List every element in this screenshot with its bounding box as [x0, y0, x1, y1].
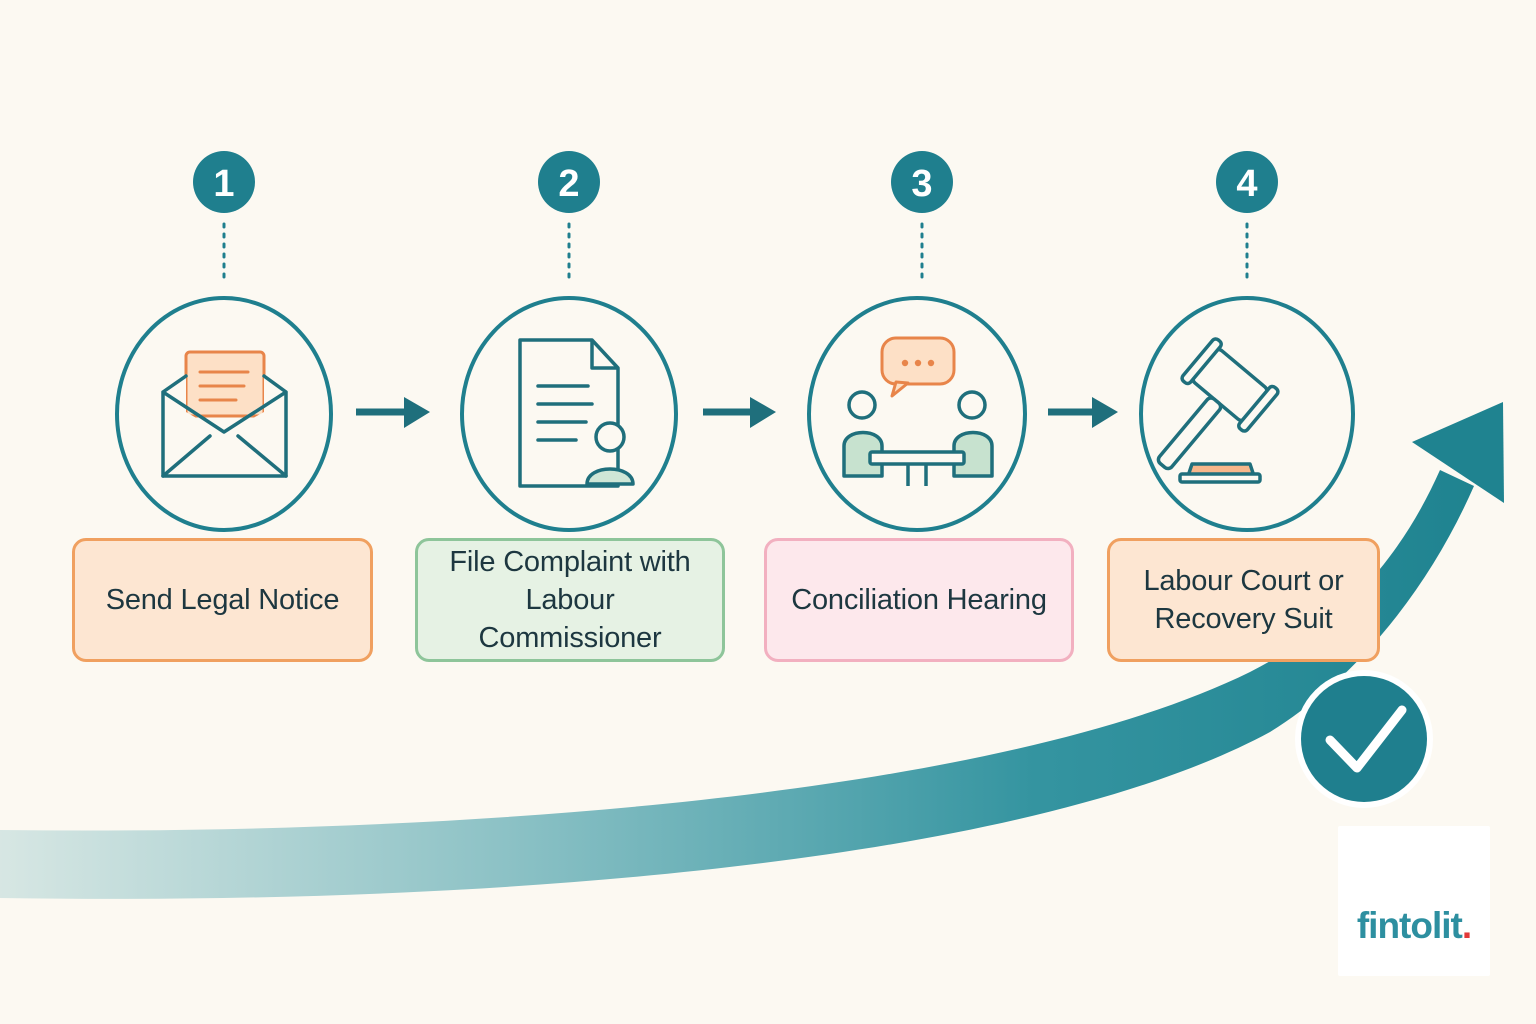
progress-sweep-arrow [0, 402, 1504, 899]
gavel-icon [1156, 337, 1280, 484]
step-label-line: Labour Court or [1143, 565, 1344, 597]
step-2: 2 [460, 151, 678, 532]
step-number-badge: 2 [538, 151, 600, 213]
step-2-label: File Complaint with Labour Commissioner [415, 538, 725, 662]
envelope-letter-icon [161, 350, 288, 478]
step-label-line: Conciliation Hearing [791, 584, 1047, 616]
check-icon [1295, 670, 1433, 808]
step-4: 4 [1139, 151, 1355, 532]
step-number: 4 [1236, 163, 1257, 205]
step-number: 2 [558, 163, 579, 205]
logo-text: fintolit [1356, 905, 1463, 946]
step-1-label: Send Legal Notice [72, 538, 373, 662]
flow-arrow [356, 397, 430, 428]
step-3-label: Conciliation Hearing [764, 538, 1074, 662]
step-label-line: Recovery Suit [1154, 603, 1333, 635]
flow-arrow [1048, 397, 1118, 428]
step-label-line: File Complaint with [449, 546, 691, 578]
step-4-label: Labour Court or Recovery Suit [1107, 538, 1380, 662]
step-3: 3 [807, 151, 1027, 532]
meeting-table-icon [842, 336, 994, 486]
step-number: 3 [911, 163, 932, 205]
step-number-badge: 1 [193, 151, 255, 213]
flow-arrow [703, 397, 776, 428]
step-1: 1 [115, 151, 333, 532]
step-number-badge: 4 [1216, 151, 1278, 213]
document-user-icon [518, 338, 635, 488]
step-label-line: Labour Commissioner [478, 584, 662, 654]
brand-logo: fintolit. [1338, 826, 1490, 976]
step-number-badge: 3 [891, 151, 953, 213]
step-number: 1 [213, 163, 234, 205]
logo-dot: . [1461, 905, 1472, 946]
step-label-line: Send Legal Notice [105, 584, 340, 616]
